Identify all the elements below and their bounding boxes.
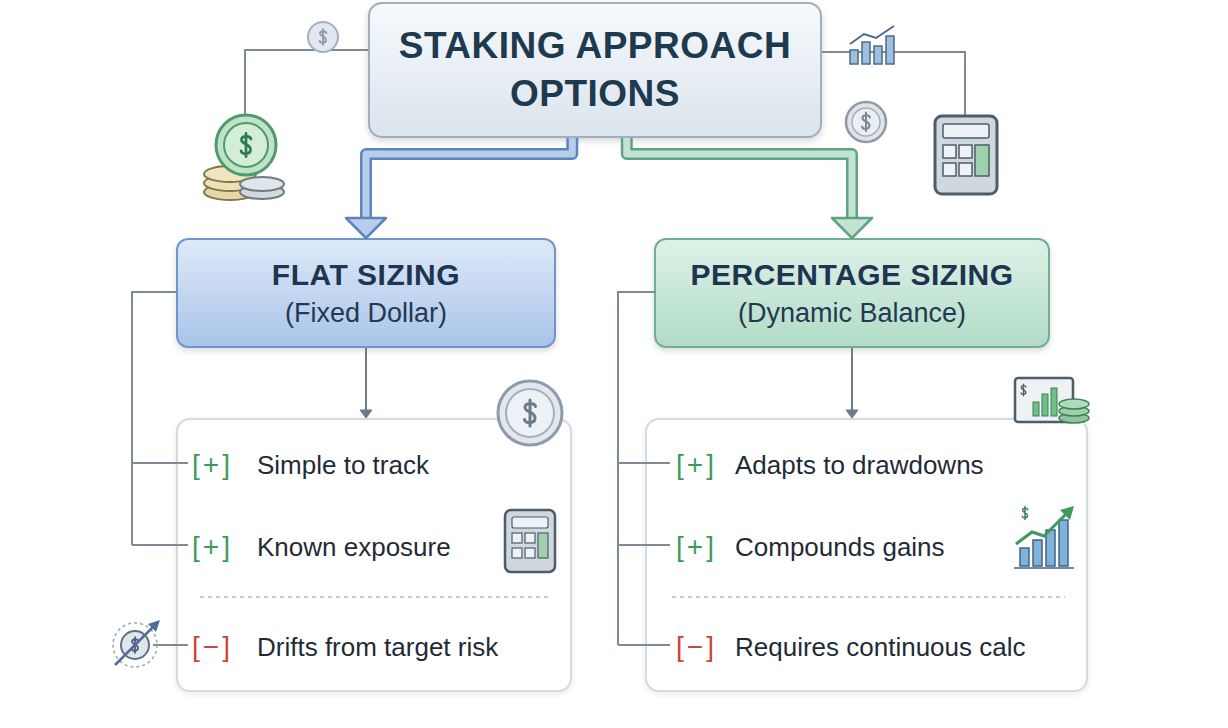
coin-disc xyxy=(1059,399,1089,409)
calculator-body xyxy=(935,116,997,194)
bullet-marker: [+] xyxy=(192,449,233,481)
bullet-marker: [−] xyxy=(192,631,233,663)
connector-shaft-fill xyxy=(627,138,852,220)
calculator-key xyxy=(959,163,972,176)
list-item-text: Compounds gains xyxy=(735,532,945,563)
dollar-symbol xyxy=(862,113,870,131)
box-heading: STAKING APPROACH OPTIONS xyxy=(384,22,806,118)
coin-disc xyxy=(204,184,256,200)
coin-rim xyxy=(852,108,880,136)
box-heading: FLAT SIZING xyxy=(272,255,460,296)
coin-rim xyxy=(224,123,268,167)
report-icon xyxy=(1015,378,1089,423)
connector-shaft xyxy=(366,138,572,220)
coin-stack-icon xyxy=(204,115,284,200)
connector-arrow xyxy=(846,348,858,418)
coin-circle xyxy=(846,102,886,142)
leader-line xyxy=(822,52,965,116)
chart-bar xyxy=(1042,394,1048,416)
calculator-key xyxy=(943,145,956,158)
coin-disc xyxy=(240,185,284,199)
chart-bar xyxy=(874,46,882,64)
arrow-head xyxy=(846,410,858,418)
option-box: FLAT SIZING(Fixed Dollar) xyxy=(176,238,556,348)
arrow-head xyxy=(346,218,386,238)
chart-bar xyxy=(850,50,858,64)
box-subtitle: (Fixed Dollar) xyxy=(285,295,447,331)
title-box: STAKING APPROACH OPTIONS xyxy=(368,2,822,138)
coin-icon xyxy=(308,22,338,52)
list-panel: [+] Simple to track [+] Known exposure [−] Dr… xyxy=(176,418,572,692)
coin-circle xyxy=(121,631,149,659)
dollar-symbol xyxy=(241,133,251,156)
bullet-marker: [+] xyxy=(676,449,717,481)
coin-circle xyxy=(308,22,338,52)
drift-icon xyxy=(113,620,160,667)
calculator-key xyxy=(975,145,989,176)
connector-arrow xyxy=(346,138,572,238)
list-item-text: Known exposure xyxy=(257,532,451,563)
connector-arrow xyxy=(360,348,372,418)
bullet-marker: [+] xyxy=(192,531,233,563)
calculator-key xyxy=(959,145,972,158)
box-subtitle: (Dynamic Balance) xyxy=(738,295,966,331)
coin-disc xyxy=(204,166,256,182)
list-item-text: Drifts from target risk xyxy=(257,632,498,663)
calculator-icon xyxy=(935,116,997,194)
calculator-key xyxy=(943,163,956,176)
dollar-symbol xyxy=(320,29,327,45)
chart-bar xyxy=(886,36,894,64)
coin-disc xyxy=(1059,406,1089,416)
trend-line xyxy=(850,26,894,44)
chart-bar xyxy=(1033,402,1039,416)
list-item-text: Simple to track xyxy=(257,450,429,481)
list-panel: [+] Adapts to drawdowns [+] Compounds gains… xyxy=(645,418,1088,692)
coin-icon xyxy=(846,102,886,142)
bullet-marker: [−] xyxy=(676,631,717,663)
report-sheet xyxy=(1015,378,1073,422)
chart-bar xyxy=(862,42,870,64)
drift-ring xyxy=(113,623,157,667)
coin-disc xyxy=(204,175,256,191)
arrow-head xyxy=(832,218,872,238)
coin-circle xyxy=(216,115,276,175)
connector-shaft xyxy=(851,348,853,411)
list-item-text: Adapts to drawdowns xyxy=(735,450,984,481)
chart-bar xyxy=(1051,388,1057,416)
list-item-text: Requires continuous calc xyxy=(735,632,1026,663)
connector-shaft-fill xyxy=(366,138,572,220)
arrow-head xyxy=(360,410,372,418)
box-heading: PERCENTAGE SIZING xyxy=(691,255,1014,296)
chart-icon xyxy=(850,26,894,64)
connector-arrow xyxy=(627,138,872,238)
drift-arrow-head xyxy=(148,620,160,632)
connector-shaft xyxy=(365,348,367,411)
option-box: PERCENTAGE SIZING(Dynamic Balance) xyxy=(654,238,1050,348)
connector-shaft xyxy=(627,138,852,220)
dollar-symbol xyxy=(132,637,139,653)
bullet-marker: [+] xyxy=(676,531,717,563)
coin-disc xyxy=(240,177,284,191)
dollar-symbol xyxy=(1021,384,1026,396)
leader-line xyxy=(245,50,368,114)
drift-arrow xyxy=(115,622,158,665)
calculator-screen xyxy=(943,124,989,138)
